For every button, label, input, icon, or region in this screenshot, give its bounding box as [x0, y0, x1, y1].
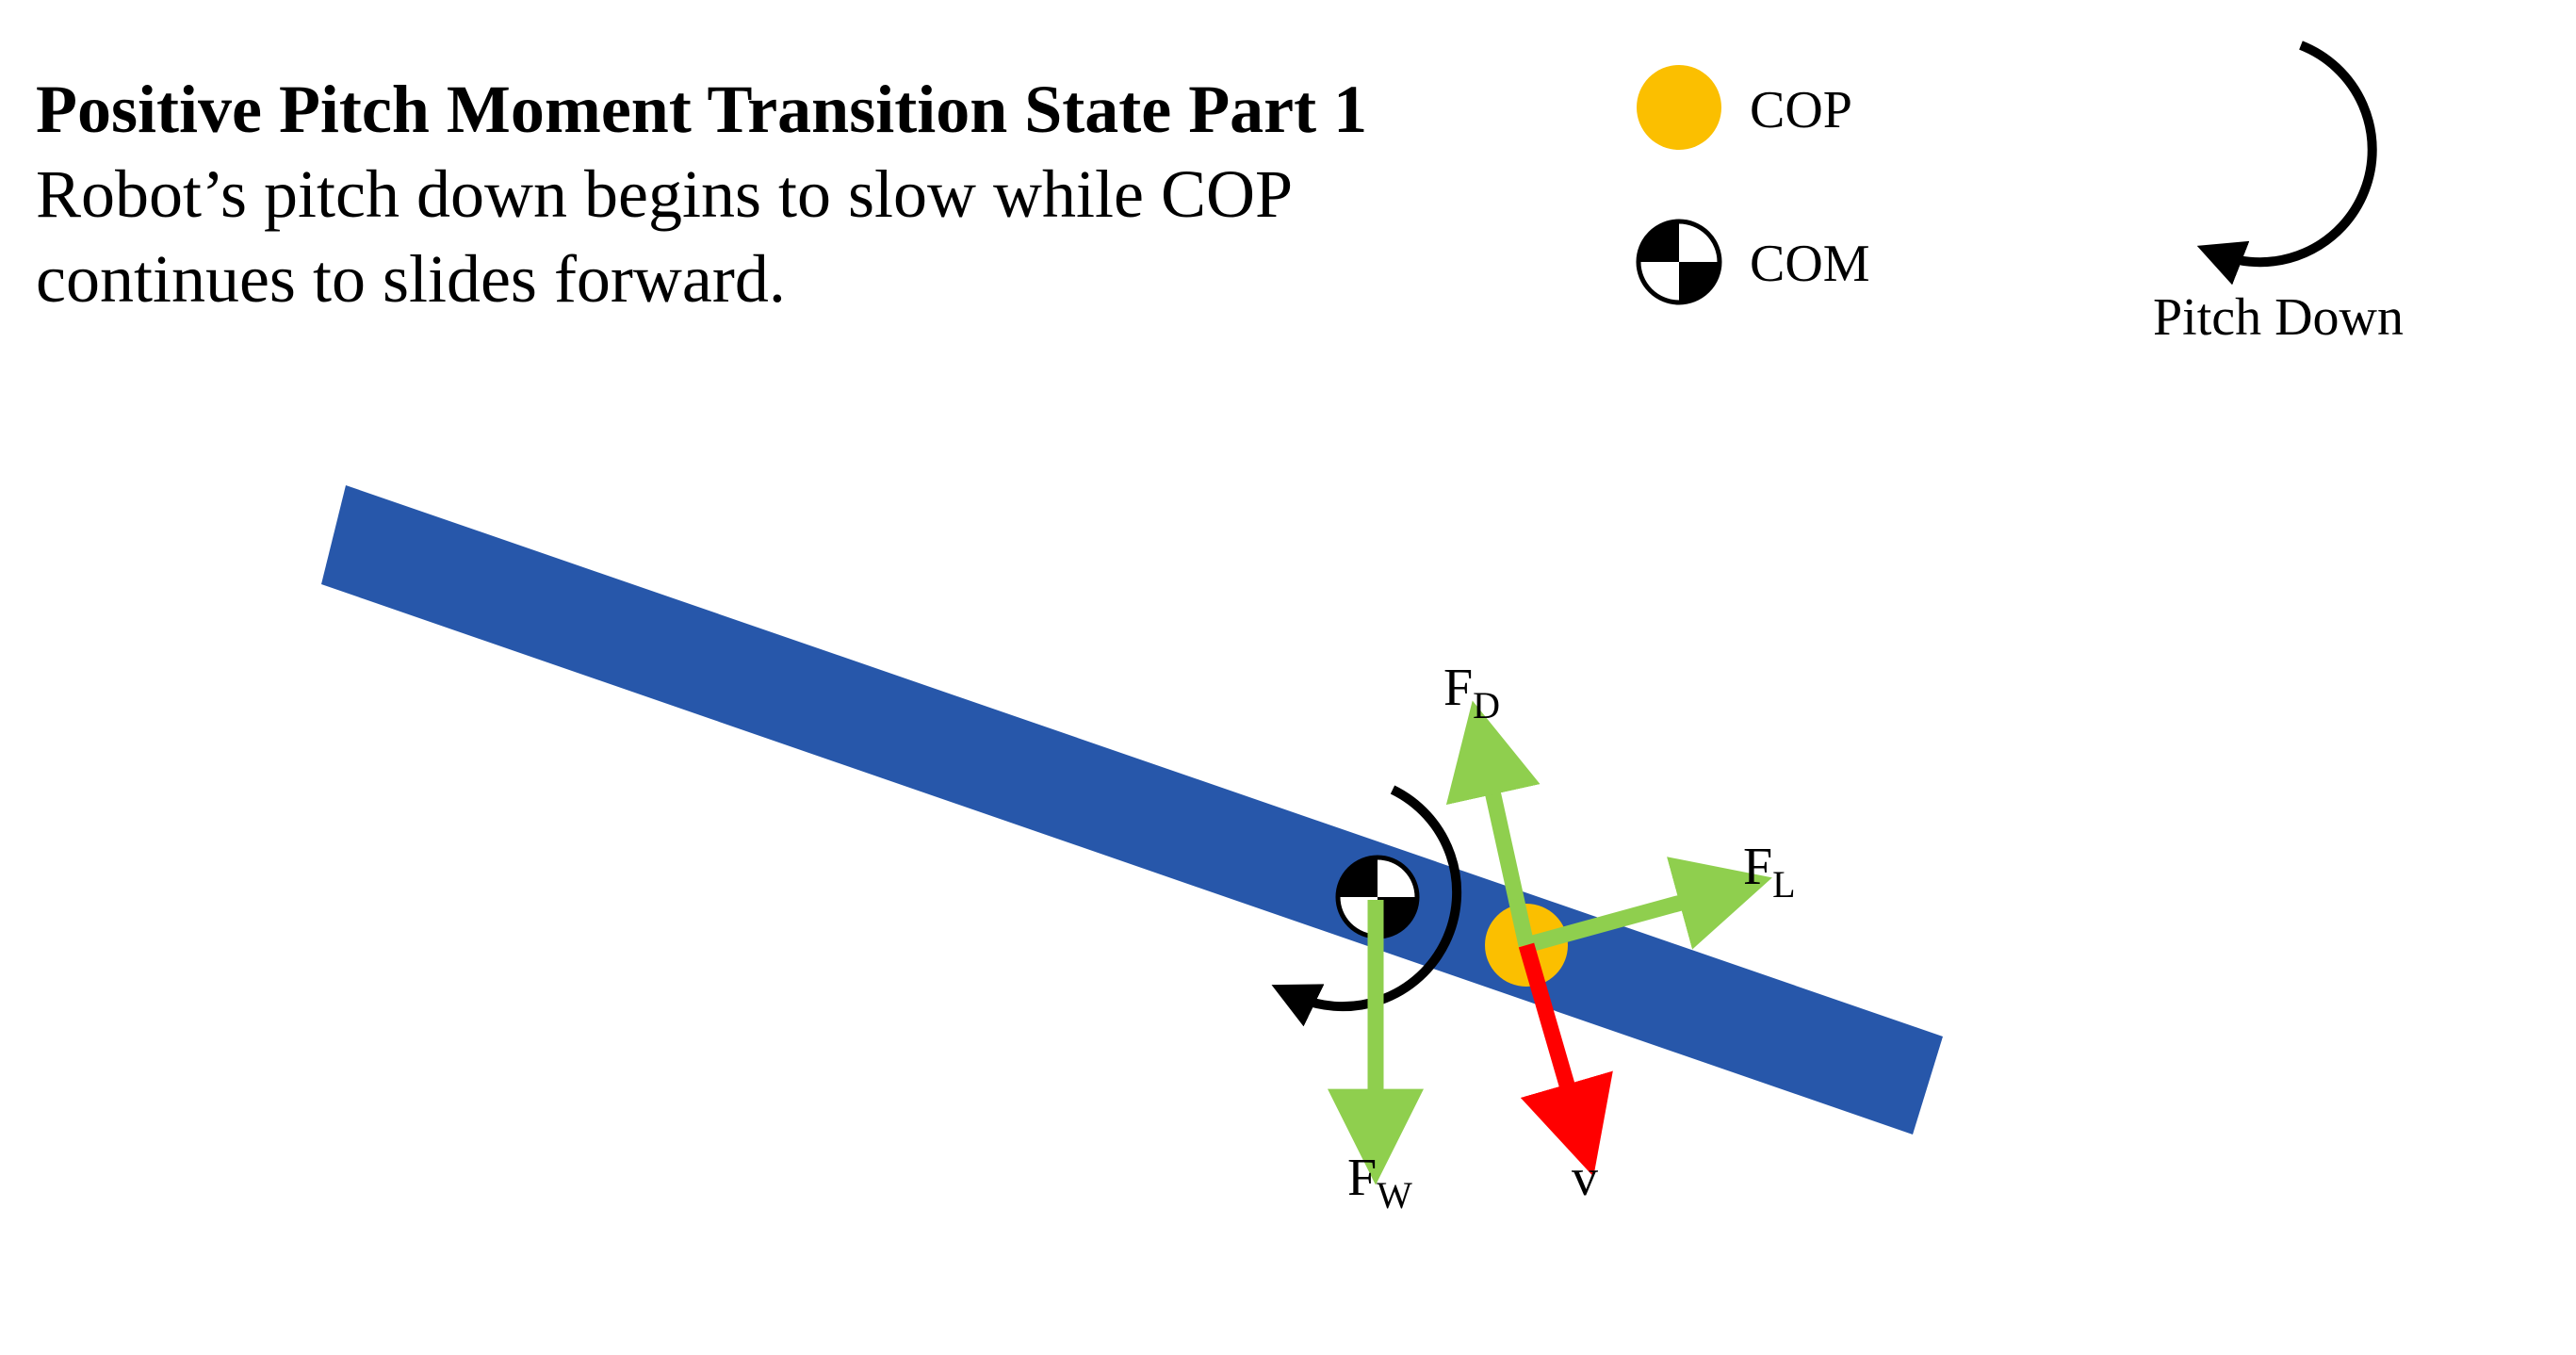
description-line-1: Robot’s pitch down begins to slow while …	[36, 156, 1293, 232]
pitch-moment-arrow-icon	[1271, 785, 1462, 1027]
lift-force-label: FL	[1743, 838, 1796, 906]
cop-legend-label: COP	[1750, 81, 1852, 139]
pitch-down-arrow-icon	[2196, 41, 2377, 286]
robot-body	[321, 485, 1943, 1135]
cop-legend-icon	[1637, 65, 1721, 150]
com-legend-label: COM	[1750, 235, 1870, 293]
description-line-2: continues to slides forward.	[36, 241, 786, 317]
diagram-title: Positive Pitch Moment Transition State P…	[36, 72, 1367, 147]
drag-force-label: FD	[1443, 659, 1500, 726]
lift-force-arrow	[1524, 857, 1772, 954]
velocity-arrow	[1518, 942, 1613, 1177]
velocity-label: v	[1572, 1149, 1598, 1207]
weight-force-label: FW	[1347, 1149, 1412, 1216]
com-legend-icon	[1636, 219, 1722, 305]
pitch-down-label: Pitch Down	[2153, 288, 2404, 347]
drag-force-arrow	[1445, 700, 1541, 947]
